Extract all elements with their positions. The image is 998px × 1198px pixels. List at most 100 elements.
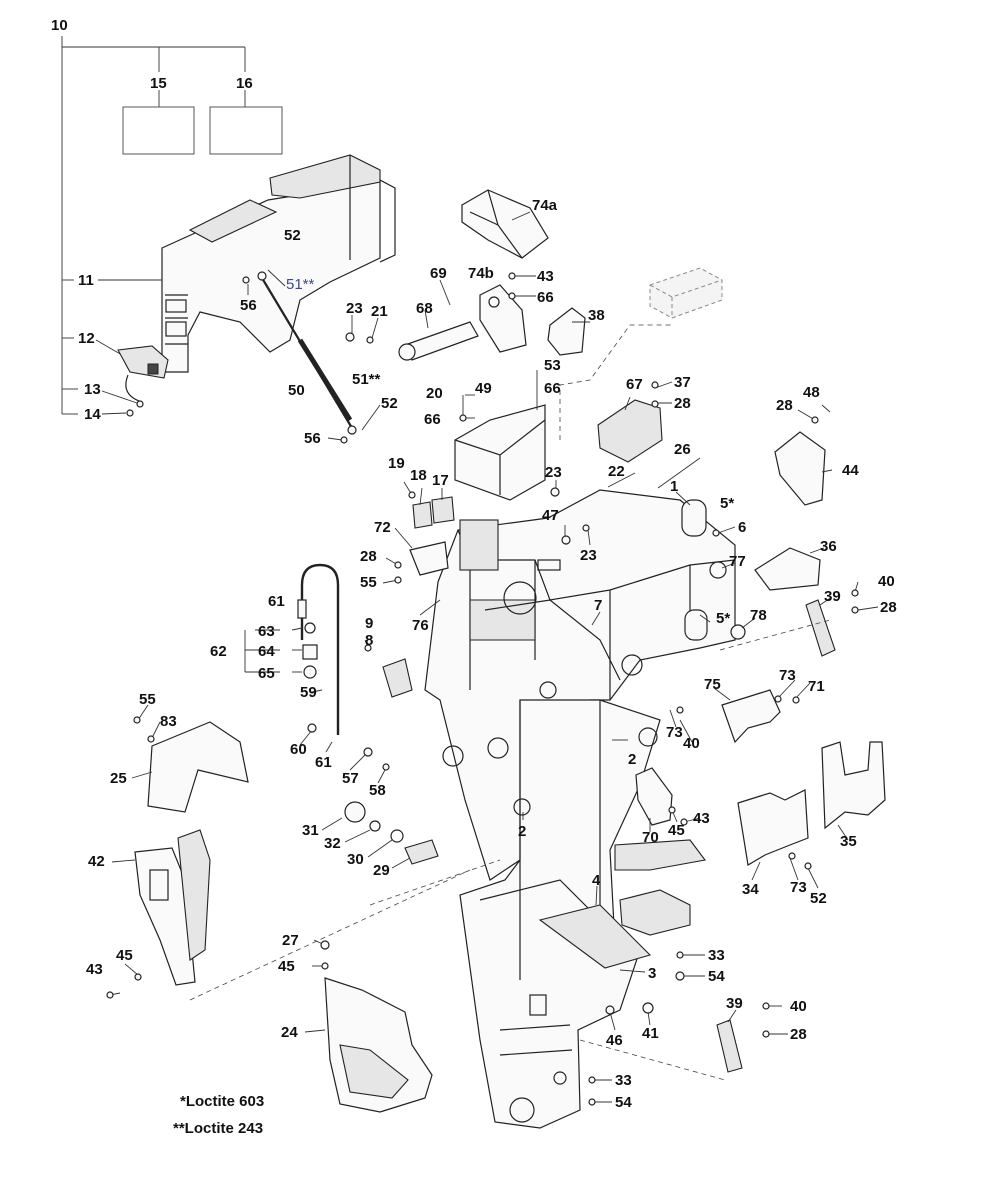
label-45: 45: [668, 822, 685, 839]
label-65: 65: [258, 665, 275, 682]
label-6: 6: [738, 519, 746, 536]
label-73: 73: [779, 667, 796, 684]
leader-lines: [109, 211, 879, 1103]
label-40: 40: [790, 998, 807, 1015]
gas-strut-50: [257, 271, 357, 435]
label-42: 42: [88, 853, 105, 870]
label-28: 28: [776, 397, 793, 414]
label-37: 37: [674, 374, 691, 391]
bushings-5: [681, 499, 746, 641]
label-61: 61: [268, 593, 285, 610]
label-4: 4: [592, 872, 601, 889]
handle-39-upper: [805, 599, 836, 657]
label-57: 57: [342, 770, 359, 787]
label-63: 63: [258, 623, 275, 640]
label-3: 3: [648, 965, 656, 982]
boom-4: [459, 699, 706, 1129]
label-5: 5*: [716, 610, 730, 627]
label-70: 70: [642, 829, 659, 846]
label-34: 34: [742, 881, 759, 898]
label-41: 41: [642, 1025, 659, 1042]
label-78: 78: [750, 607, 767, 624]
label-29: 29: [373, 862, 390, 879]
label-1: 1: [670, 478, 678, 495]
label-30: 30: [347, 851, 364, 868]
kit-box-16: [209, 106, 283, 155]
label-39: 39: [824, 588, 841, 605]
label-45: 45: [278, 958, 295, 975]
kit-box-15: [122, 106, 195, 155]
main-frame: [424, 489, 736, 881]
label-8: 8: [365, 632, 373, 649]
ghost-box: [649, 267, 723, 319]
guard-44: [774, 431, 826, 506]
label-40: 40: [683, 735, 700, 752]
label-66: 66: [537, 289, 554, 306]
label-69: 69: [430, 265, 447, 282]
label-54: 54: [615, 1094, 632, 1111]
label-26: 26: [674, 441, 691, 458]
label-23: 23: [545, 464, 562, 481]
fitting-62: [302, 622, 318, 679]
label-43: 43: [86, 961, 103, 978]
bracket-36: [754, 547, 821, 591]
label-31: 31: [302, 822, 319, 839]
guard-42: [134, 829, 211, 986]
handle-39-lower: [716, 1019, 743, 1073]
label-75: 75: [704, 676, 721, 693]
block-49: [454, 370, 546, 501]
label-28: 28: [880, 599, 897, 616]
part-labels: 10 15 16 11 12 13 14 52 51** 56 23 21 50…: [51, 17, 897, 1111]
bracket-72: [409, 541, 449, 576]
note-loctite-603: *Loctite 603: [180, 1093, 264, 1110]
label-71: 71: [808, 678, 825, 695]
label-66: 66: [544, 380, 561, 397]
label-68: 68: [416, 300, 433, 317]
label-18: 18: [410, 467, 427, 484]
label-33: 33: [615, 1072, 632, 1089]
label-20: 20: [426, 385, 443, 402]
label-51: 51**: [352, 371, 381, 388]
cover-24: [324, 977, 433, 1113]
label-52: 52: [284, 227, 301, 244]
label-72: 72: [374, 519, 391, 536]
pin-68: [398, 321, 479, 361]
label-12: 12: [78, 330, 95, 347]
label-51: 51**: [286, 276, 315, 293]
label-59: 59: [300, 684, 317, 701]
lights-17-18: [412, 496, 455, 529]
label-60: 60: [290, 741, 307, 758]
label-2: 2: [518, 823, 526, 840]
label-48: 48: [803, 384, 820, 401]
label-61: 61: [315, 754, 332, 771]
label-2: 2: [628, 751, 636, 768]
bracket-75: [721, 689, 781, 744]
label-55: 55: [360, 574, 377, 591]
guard-34: [737, 789, 809, 866]
label-66: 66: [424, 411, 441, 428]
label-24: 24: [281, 1024, 298, 1041]
label-73: 73: [790, 879, 807, 896]
label-9: 9: [365, 615, 373, 632]
label-76: 76: [412, 617, 429, 634]
label-7: 7: [594, 597, 602, 614]
label-35: 35: [840, 833, 857, 850]
plate-67: [597, 399, 663, 463]
guard-35: [821, 741, 886, 830]
guard-25: [147, 721, 249, 813]
label-43: 43: [693, 810, 710, 827]
label-56: 56: [304, 430, 321, 447]
bracket-74a: [461, 189, 549, 259]
label-49: 49: [475, 380, 492, 397]
label-43: 43: [537, 268, 554, 285]
label-23: 23: [580, 547, 597, 564]
label-44: 44: [842, 462, 859, 479]
clamp-38: [547, 307, 586, 356]
hardware: [106, 272, 859, 1106]
label-47: 47: [542, 507, 559, 524]
note-loctite-243: **Loctite 243: [173, 1120, 263, 1137]
label-67: 67: [626, 376, 643, 393]
label-64: 64: [258, 643, 275, 660]
cover-11: [161, 154, 396, 373]
